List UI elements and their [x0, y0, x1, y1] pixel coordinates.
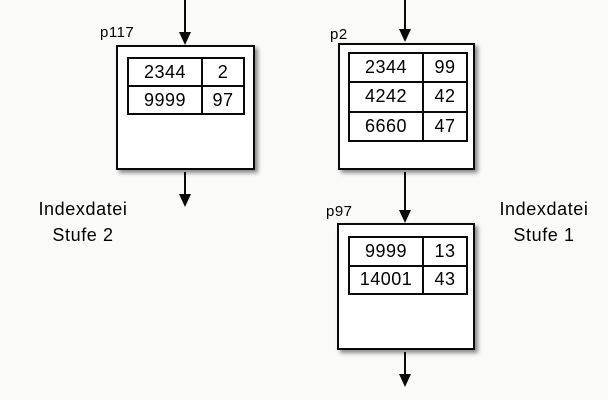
pointer-cell: 47: [434, 115, 456, 136]
node-label-p117: p117: [100, 24, 135, 41]
table-row: 2344 99: [350, 54, 466, 82]
caption-line: Stufe 1: [513, 225, 575, 245]
pointer-cell: 2: [217, 61, 229, 82]
table-row: 4242 42: [350, 81, 466, 111]
node-label-p2: p2: [330, 26, 348, 43]
pointer-cell: 99: [434, 57, 456, 78]
arrow-down-icon: [399, 29, 411, 42]
key-cell: 14001: [350, 266, 424, 293]
arrow-down-icon: [399, 374, 411, 387]
arrow-line: [404, 0, 406, 30]
key-cell: 6660: [350, 112, 424, 140]
arrow-line: [184, 0, 186, 33]
pointer-cell: 42: [434, 86, 456, 107]
key-cell: 9999: [350, 238, 424, 265]
table-row: 9999 13: [350, 238, 466, 265]
node-table-p117: 2344 2 9999 97: [127, 57, 245, 115]
arrow-down-icon: [179, 32, 191, 45]
caption-line: Stufe 2: [52, 225, 114, 245]
table-row: 6660 47: [350, 110, 466, 140]
arrow-line: [404, 352, 406, 375]
table-row: 2344 2: [129, 59, 243, 85]
node-table-p97: 9999 13 14001 43: [348, 236, 468, 295]
key-cell: 2344: [350, 54, 424, 82]
arrow-line: [184, 172, 186, 195]
table-row: 14001 43: [350, 264, 466, 293]
node-label-p97: p97: [326, 203, 353, 220]
arrow-down-icon: [399, 210, 411, 223]
arrow-down-icon: [179, 194, 191, 207]
caption-line: Indexdatei: [499, 199, 589, 219]
pointer-cell: 13: [434, 240, 456, 261]
pointer-cell: 43: [434, 269, 456, 290]
node-table-p2: 2344 99 4242 42 6660 47: [348, 52, 468, 142]
key-cell: 4242: [350, 83, 424, 111]
key-cell: 2344: [129, 59, 203, 85]
table-row: 9999 97: [129, 85, 243, 113]
pointer-cell: 97: [212, 89, 234, 110]
caption-stufe-2: Indexdatei Stufe 2: [8, 196, 158, 248]
key-cell: 9999: [129, 87, 203, 113]
arrow-line: [404, 172, 406, 211]
caption-stufe-1: Indexdatei Stufe 1: [483, 196, 605, 248]
caption-line: Indexdatei: [38, 199, 128, 219]
